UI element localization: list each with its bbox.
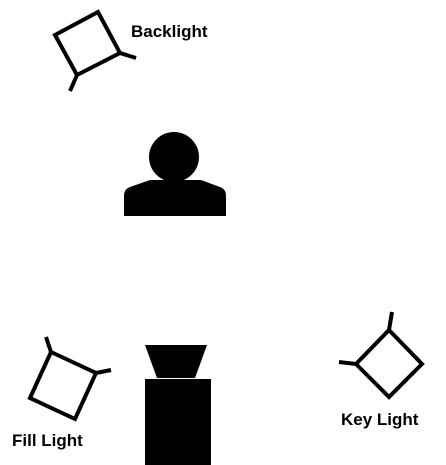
subject-silhouette-icon xyxy=(124,132,226,216)
key-light-label: Key Light xyxy=(341,410,419,429)
fill-light-fixture-icon xyxy=(27,336,112,422)
backlight-fixture-icon xyxy=(52,9,137,92)
backlight-label: Backlight xyxy=(131,22,208,41)
fill-light-label: Fill Light xyxy=(12,431,83,450)
key-light-fixture-icon xyxy=(338,311,425,400)
camera-icon xyxy=(145,345,211,465)
